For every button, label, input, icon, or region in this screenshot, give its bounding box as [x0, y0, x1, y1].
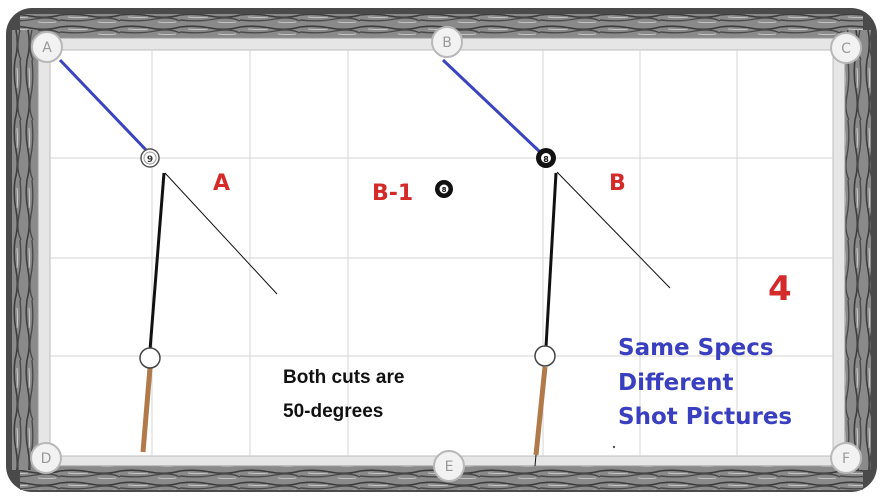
pocket-a-label: A [42, 40, 52, 56]
table-cloth [49, 49, 834, 457]
specs-note-line1: Same Specs [618, 335, 774, 361]
shot-a-cue-path [148, 172, 166, 351]
cue-ball-a [139, 347, 161, 369]
pocket-b: B [431, 26, 463, 58]
stray-dot [612, 445, 616, 449]
shot-b-tangent-line [556, 171, 671, 289]
cuts-note-line2: 50-degrees [283, 401, 383, 422]
shot-a-tangent-line [164, 172, 278, 295]
shot-b-cue-stick [533, 366, 548, 456]
shot-b-label: B [609, 171, 626, 196]
pocket-b-label: B [442, 35, 452, 51]
pocket-c-label: C [841, 41, 851, 57]
shot-a: 9 A [58, 58, 278, 453]
pocket-f: F [830, 442, 862, 474]
shot-a-object-path [58, 58, 150, 154]
pocket-a: A [31, 31, 63, 63]
pocket-e: E [433, 450, 465, 482]
nine-ball-number: 9 [147, 155, 153, 165]
right-rail [845, 30, 871, 470]
nine-ball: 9 [140, 148, 160, 168]
eight-ball-b1: 8 [435, 180, 453, 198]
specs-note: Same Specs Different Shot Pictures [618, 335, 792, 430]
cuts-note: Both cuts are 50-degrees [283, 367, 404, 422]
cuts-note-line1: Both cuts are [283, 367, 404, 388]
specs-note-line2: Different [618, 370, 734, 396]
shot-b1: B-1 8 [372, 180, 453, 206]
shot-a-label: A [213, 171, 230, 196]
shot-b: 8 B [441, 58, 671, 467]
cue-ball-b [534, 345, 556, 367]
shot-b-cue-path [544, 172, 558, 348]
left-rail [12, 30, 38, 470]
shot-b-cue-tail [534, 454, 537, 467]
pocket-d-label: D [41, 451, 52, 467]
eight-ball-b: 8 [536, 148, 556, 168]
eight-ball-b-number: 8 [543, 155, 549, 164]
pocket-c: C [830, 32, 862, 64]
specs-note-line3: Shot Pictures [618, 404, 792, 430]
pocket-d: D [30, 442, 62, 474]
shot-b-object-path [441, 58, 542, 154]
diagram-number: 4 [768, 269, 792, 309]
pocket-f-label: F [842, 451, 850, 467]
shot-a-cue-stick [140, 367, 153, 453]
shot-b1-label: B-1 [372, 181, 413, 206]
pocket-e-label: E [445, 459, 454, 475]
eight-ball-b1-number: 8 [442, 186, 447, 194]
